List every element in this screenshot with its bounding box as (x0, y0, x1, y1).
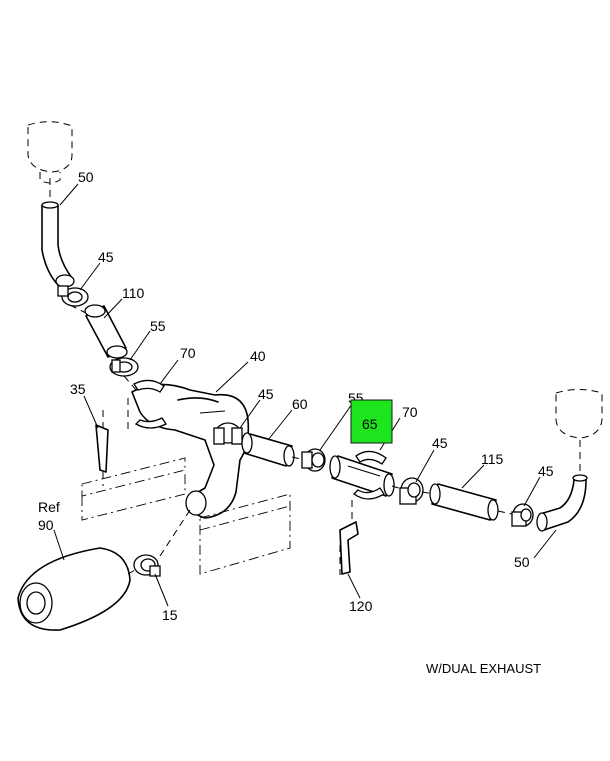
callout-115[interactable]: 115 (481, 451, 504, 467)
muffler-90 (17, 547, 143, 631)
callout-70-left[interactable]: 70 (180, 345, 196, 361)
callout-45-far[interactable]: 45 (538, 463, 554, 479)
clamp-70-right (352, 450, 387, 500)
flex-pipe-65 (329, 455, 395, 497)
callout-70-right[interactable]: 70 (402, 404, 418, 420)
upper-right-stack-phantom (555, 389, 603, 474)
bracket-120 (339, 500, 359, 575)
pipe-115 (429, 483, 499, 521)
callout-45-mid[interactable]: 45 (258, 386, 274, 402)
elbow-50-left (41, 201, 75, 288)
callout-35[interactable]: 35 (70, 381, 86, 397)
callout-65[interactable]: 65 (362, 416, 378, 432)
callout-110[interactable]: 110 (122, 285, 145, 301)
callout-ref: Ref (38, 499, 60, 515)
leader-lines (53, 183, 557, 607)
callout-40[interactable]: 40 (250, 348, 266, 364)
callout-60[interactable]: 60 (292, 396, 308, 412)
clamp-45-mid (213, 422, 243, 445)
clamp-45-upper (57, 285, 89, 307)
clamp-15 (133, 554, 161, 577)
callout-50-left[interactable]: 50 (78, 169, 94, 185)
callout-45-upper[interactable]: 45 (98, 249, 114, 265)
callout-15[interactable]: 15 (162, 607, 178, 623)
pipe-110 (84, 304, 128, 359)
y-pipe-40 (131, 383, 250, 519)
clamp-55-upper (109, 357, 139, 377)
clamp-45-right (399, 477, 424, 505)
clamp-45-far (511, 503, 534, 527)
frame-rail-phantom (81, 457, 341, 575)
clamp-55-mid (301, 448, 326, 472)
upper-left-stack-phantom (27, 121, 73, 200)
clamp-70-left (127, 379, 167, 432)
bracket-35 (95, 410, 109, 473)
callout-120[interactable]: 120 (349, 598, 373, 614)
callout-90[interactable]: 90 (38, 517, 54, 533)
diagram-note: W/DUAL EXHAUST (426, 661, 541, 676)
callout-65-highlight[interactable] (350, 399, 393, 444)
callout-55-upper[interactable]: 55 (150, 318, 166, 334)
callout-45-right[interactable]: 45 (432, 435, 448, 451)
callout-50-right[interactable]: 50 (514, 554, 530, 570)
pipe-60 (241, 432, 295, 467)
elbow-50-right (536, 474, 588, 532)
